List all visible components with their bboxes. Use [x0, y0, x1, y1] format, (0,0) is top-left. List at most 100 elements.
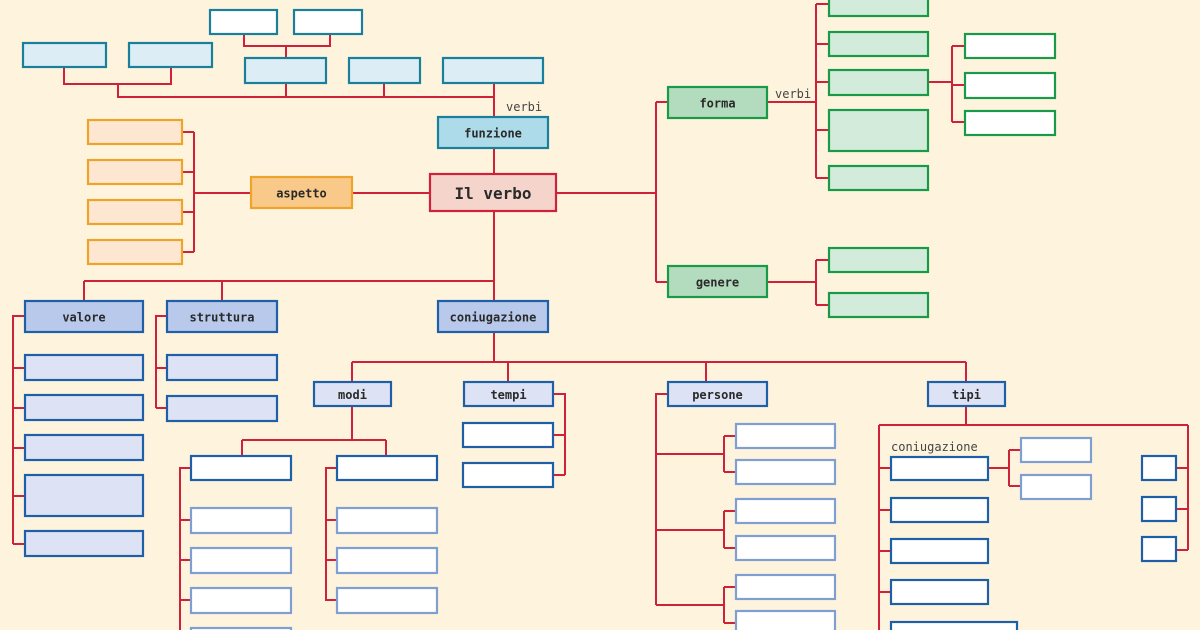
empty-box[interactable] [827, 291, 930, 319]
empty-box[interactable] [461, 461, 555, 489]
empty-box[interactable] [461, 421, 555, 449]
empty-box[interactable] [292, 8, 364, 36]
box-frame [436, 299, 550, 334]
empty-box[interactable] [1019, 473, 1093, 501]
box-frame [734, 573, 837, 601]
empty-box[interactable] [86, 158, 184, 186]
box-frame [243, 56, 328, 85]
box-frame [86, 118, 184, 146]
empty-box[interactable] [23, 473, 145, 518]
node-forma-label: forma [699, 97, 735, 111]
box-frame [127, 41, 214, 69]
empty-box[interactable] [734, 534, 837, 562]
empty-box[interactable] [1140, 495, 1178, 523]
empty-box[interactable] [963, 109, 1057, 137]
note-verbi-forma: verbi [775, 87, 811, 101]
box-frame [827, 291, 930, 319]
box-frame [734, 534, 837, 562]
box-frame [23, 433, 145, 462]
empty-box[interactable] [335, 506, 439, 535]
empty-box[interactable] [127, 41, 214, 69]
connector-line [63, 67, 172, 85]
empty-box[interactable] [189, 506, 293, 535]
empty-box[interactable] [734, 609, 837, 630]
empty-box[interactable] [827, 164, 930, 192]
empty-box[interactable] [86, 118, 184, 146]
node-forma: forma [666, 85, 769, 120]
empty-box[interactable] [889, 496, 990, 524]
empty-box[interactable] [23, 393, 145, 422]
empty-box[interactable] [734, 458, 837, 486]
empty-box[interactable] [889, 455, 990, 482]
empty-box[interactable] [347, 56, 422, 85]
empty-box[interactable] [243, 56, 328, 85]
empty-box[interactable] [335, 454, 439, 482]
empty-box[interactable] [23, 433, 145, 462]
connector-line [243, 34, 331, 47]
empty-box[interactable] [827, 246, 930, 274]
empty-box[interactable] [827, 108, 930, 153]
box-frame [23, 529, 145, 558]
empty-box[interactable] [189, 586, 293, 615]
box-frame [86, 238, 184, 266]
empty-box[interactable] [734, 497, 837, 525]
empty-box[interactable] [21, 41, 108, 69]
connector-line [155, 315, 167, 408]
box-frame [189, 586, 293, 615]
empty-box[interactable] [889, 537, 990, 565]
empty-box[interactable] [335, 546, 439, 575]
empty-box[interactable] [889, 578, 990, 606]
box-frame [889, 537, 990, 565]
empty-box[interactable] [23, 529, 145, 558]
empty-box[interactable] [1019, 436, 1093, 464]
box-frame [189, 506, 293, 535]
box-frame [86, 198, 184, 226]
box-frame [462, 380, 555, 408]
empty-box[interactable] [208, 8, 279, 36]
box-frame [666, 380, 769, 408]
box-frame [189, 626, 293, 630]
box-frame [165, 353, 279, 382]
box-frame [666, 264, 769, 299]
box-frame [208, 8, 279, 36]
empty-box[interactable] [1140, 454, 1178, 482]
empty-box[interactable] [189, 546, 293, 575]
empty-box[interactable] [23, 353, 145, 382]
empty-box[interactable] [189, 626, 293, 630]
box-frame [734, 497, 837, 525]
connector-line [553, 393, 566, 475]
node-tempi: tempi [462, 380, 555, 408]
node-persone-label: persone [692, 388, 743, 402]
box-frame [189, 454, 293, 482]
box-frame [1140, 495, 1178, 523]
node-tipi: tipi [926, 380, 1007, 408]
box-frame [734, 609, 837, 630]
empty-box[interactable] [165, 394, 279, 423]
empty-box[interactable] [165, 353, 279, 382]
box-frame [827, 30, 930, 58]
empty-box[interactable] [86, 238, 184, 266]
note-verbi-funzione: verbi [506, 100, 542, 114]
node-funzione: funzione [436, 115, 550, 150]
box-frame [23, 473, 145, 518]
empty-box[interactable] [889, 620, 1019, 630]
box-frame [963, 32, 1057, 60]
empty-box[interactable] [1140, 535, 1178, 563]
empty-box[interactable] [827, 30, 930, 58]
empty-box[interactable] [335, 586, 439, 615]
empty-box[interactable] [734, 573, 837, 601]
box-frame [312, 380, 393, 408]
empty-box[interactable] [963, 71, 1057, 100]
empty-box[interactable] [189, 454, 293, 482]
empty-box[interactable] [827, 68, 930, 97]
box-frame [165, 394, 279, 423]
empty-box[interactable] [441, 56, 545, 85]
empty-box[interactable] [963, 32, 1057, 60]
empty-box[interactable] [86, 198, 184, 226]
empty-box[interactable] [734, 422, 837, 450]
connector-line [655, 393, 668, 605]
node-aspetto-label: aspetto [276, 187, 327, 201]
box-frame [461, 461, 555, 489]
empty-box[interactable] [827, 0, 930, 18]
